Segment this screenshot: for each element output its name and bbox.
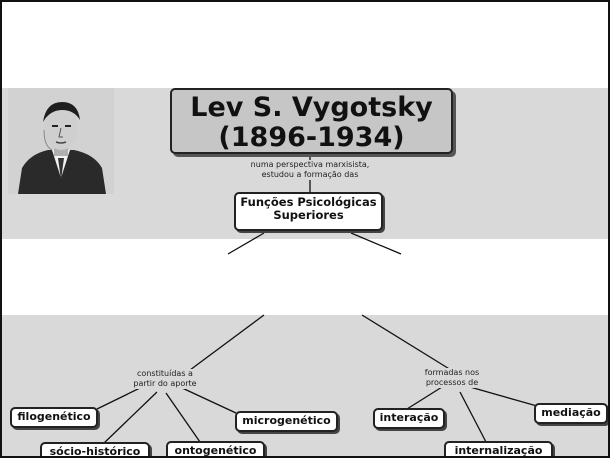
link-label-right-line2: processos de [425,378,479,387]
concept-internalizacao: internalização [444,441,553,456]
title-box: Lev S. Vygotsky (1896-1934) [170,88,453,154]
concept-socio-historico: sócio-histórico [40,442,150,456]
link-label-left-line2: partir do aporte [133,379,197,388]
concept-microgenetico: microgenético [235,411,338,432]
central-concept-line2: Superiores [273,208,344,222]
concept-filogenetico: filogenético [10,407,98,428]
link-label-left-line1: constituídas a [137,369,193,378]
central-concept-box: Funções Psicológicas Superiores [234,192,383,231]
link-label-right: formadas nos processos de [422,368,482,388]
concept-interacao: interação [373,408,445,429]
link-label-top: numa perspectiva marxisista, estudou a f… [248,160,372,180]
link-label-left: constituídas a partir do aporte [130,369,200,389]
link-label-top-line2: estudou a formação das [261,170,359,179]
concept-mediacao: mediação [534,403,608,424]
vygotsky-portrait-image [8,88,114,194]
concept-ontogenetico: ontogenético [166,441,265,456]
link-label-right-line1: formadas nos [424,368,480,377]
title-name: Lev S. Vygotsky [190,92,433,123]
central-concept-line1: Funções Psicológicas [240,195,377,209]
link-label-top-line1: numa perspectiva marxisista, [250,160,370,169]
title-years: (1896-1934) [218,122,405,153]
bottom-gray-band [2,315,608,456]
